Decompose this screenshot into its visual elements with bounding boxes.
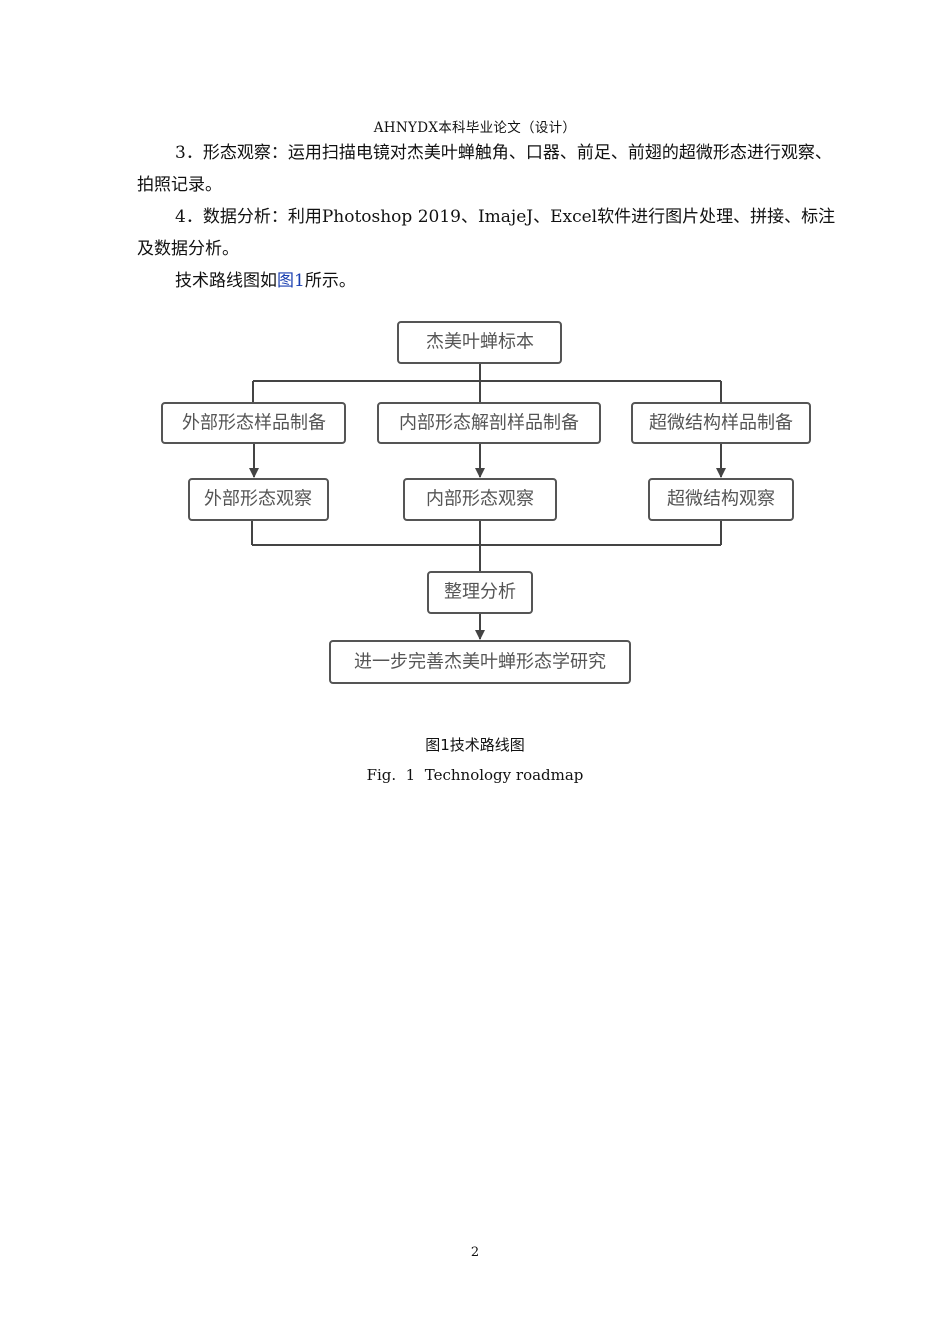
node-ultrastructure-prep-label: 超微结构样品制备 (649, 413, 793, 434)
paragraph-data-analysis: 4．数据分析：利用Photoshop 2019、ImajeJ、Excel软件进行… (137, 207, 836, 259)
node-internal-prep-label: 内部形态解剖样品制备 (399, 413, 579, 434)
figure-caption-english: Fig. 1 Technology roadmap (366, 766, 584, 784)
node-specimen-label: 杰美叶蝉标本 (426, 332, 534, 353)
running-header: AHNYDX本科毕业论文（设计） (373, 120, 577, 136)
node-final-research: 进一步完善杰美叶蝉形态学研究 (329, 640, 631, 684)
ref-text-after: 所示。 (304, 271, 356, 291)
node-ultrastructure-observe: 超微结构观察 (648, 478, 794, 521)
node-external-prep: 外部形态样品制备 (161, 402, 346, 444)
node-internal-observe: 内部形态观察 (403, 478, 557, 521)
node-analysis: 整理分析 (427, 571, 533, 614)
node-external-observe-label: 外部形态观察 (204, 489, 312, 510)
ref-text-before: 技术路线图如 (175, 271, 277, 291)
node-internal-observe-label: 内部形态观察 (426, 489, 534, 510)
node-external-observe: 外部形态观察 (188, 478, 329, 521)
node-final-research-label: 进一步完善杰美叶蝉形态学研究 (354, 652, 606, 673)
node-external-prep-label: 外部形态样品制备 (182, 413, 326, 434)
node-ultrastructure-observe-label: 超微结构观察 (667, 489, 775, 510)
technology-roadmap-flowchart: 杰美叶蝉标本 外部形态样品制备 内部形态解剖样品制备 超微结构样品制备 外部形态… (161, 321, 811, 684)
page-number: 2 (470, 1245, 480, 1260)
node-analysis-label: 整理分析 (444, 582, 516, 603)
node-internal-prep: 内部形态解剖样品制备 (377, 402, 601, 444)
flowchart-connectors (249, 363, 726, 640)
paragraph-figure-reference: 技术路线图如图1所示。 (137, 265, 837, 297)
figure-1-link[interactable]: 图1 (277, 271, 305, 291)
paragraph-morphology-observation: 3．形态观察：运用扫描电镜对杰美叶蝉触角、口器、前足、前翅的超微形态进行观察、拍… (137, 143, 832, 195)
figure-caption-chinese: 图1技术路线图 (425, 736, 525, 754)
node-ultrastructure-prep: 超微结构样品制备 (631, 402, 811, 444)
node-specimen: 杰美叶蝉标本 (397, 321, 562, 364)
